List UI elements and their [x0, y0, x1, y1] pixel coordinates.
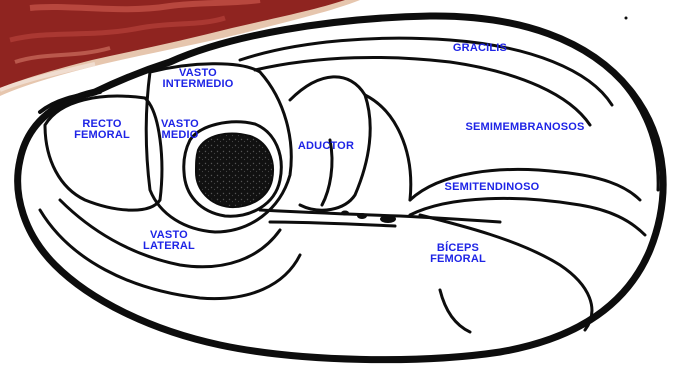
label-gracilis: GRACILIS — [440, 43, 520, 54]
label-aductor: ADUCTOR — [290, 141, 362, 152]
label-semimembranosos: SEMIMEMBRANOSOS — [450, 122, 600, 133]
femur-bone — [196, 134, 273, 208]
label-semitendinoso: SEMITENDINOSO — [432, 182, 552, 193]
muscle-boundaries — [40, 38, 645, 332]
